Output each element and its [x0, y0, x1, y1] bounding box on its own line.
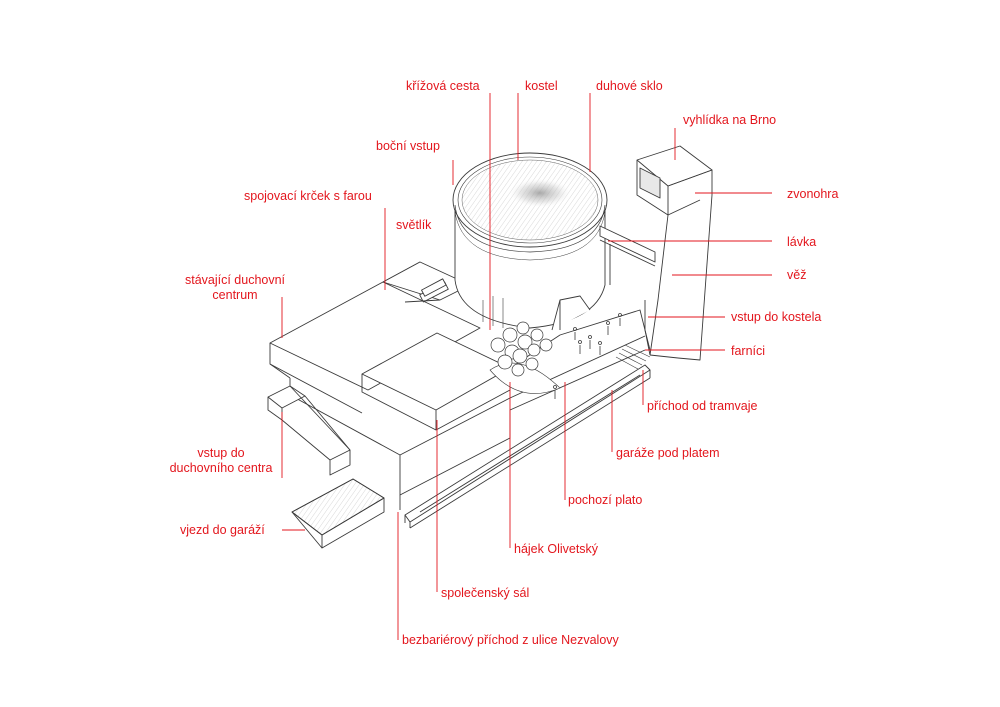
label-carillon: zvonohra	[787, 187, 839, 201]
label-existing-centre-line1: stávající duchovní	[184, 273, 286, 287]
label-side-entrance: boční vstup	[376, 139, 440, 153]
label-centre-entrance-line2: duchovního centra	[169, 461, 273, 475]
label-garages: garáže pod platem	[616, 446, 720, 460]
label-social-hall: společenský sál	[441, 586, 530, 600]
label-rainbow-glass: duhové sklo	[596, 79, 663, 93]
centre-entrance	[267, 385, 351, 476]
label-footbridge: lávka	[787, 235, 817, 249]
footbridge	[599, 225, 656, 285]
label-connecting-link: spojovací krček s farou	[244, 189, 372, 203]
skylight	[421, 278, 447, 297]
label-existing-centre: stávající duchovní centrum	[170, 273, 300, 303]
leader-lines	[281, 93, 772, 640]
label-centre-entrance: vstup do duchovního centra	[156, 446, 286, 476]
label-existing-centre-line2: centrum	[212, 288, 258, 302]
olive-grove	[489, 321, 561, 394]
label-walkable-plateau: pochozí plato	[568, 493, 643, 507]
label-olive-grove: hájek Olivetský	[514, 542, 599, 556]
label-tower: věž	[787, 268, 807, 282]
label-church: kostel	[525, 79, 558, 93]
label-way-of-the-cross: křížová cesta	[406, 79, 480, 93]
label-parishioners: farníci	[731, 344, 766, 358]
church-drum	[452, 152, 608, 331]
entrance-steps	[615, 344, 651, 370]
people-figures	[553, 313, 622, 399]
label-garage-entry: vjezd do garáží	[180, 523, 265, 537]
label-tram-approach: příchod od tramvaje	[647, 399, 758, 413]
bell-tower	[636, 145, 713, 361]
label-barrier-free-approach: bezbariérový příchod z ulice Nezvalovy	[402, 633, 619, 647]
label-centre-entrance-line1: vstup do	[197, 446, 245, 460]
label-skylight: světlík	[396, 218, 432, 232]
garage-ramp	[291, 478, 385, 549]
label-lookout: vyhlídka na Brno	[683, 113, 777, 127]
label-church-entrance: vstup do kostela	[731, 310, 822, 324]
